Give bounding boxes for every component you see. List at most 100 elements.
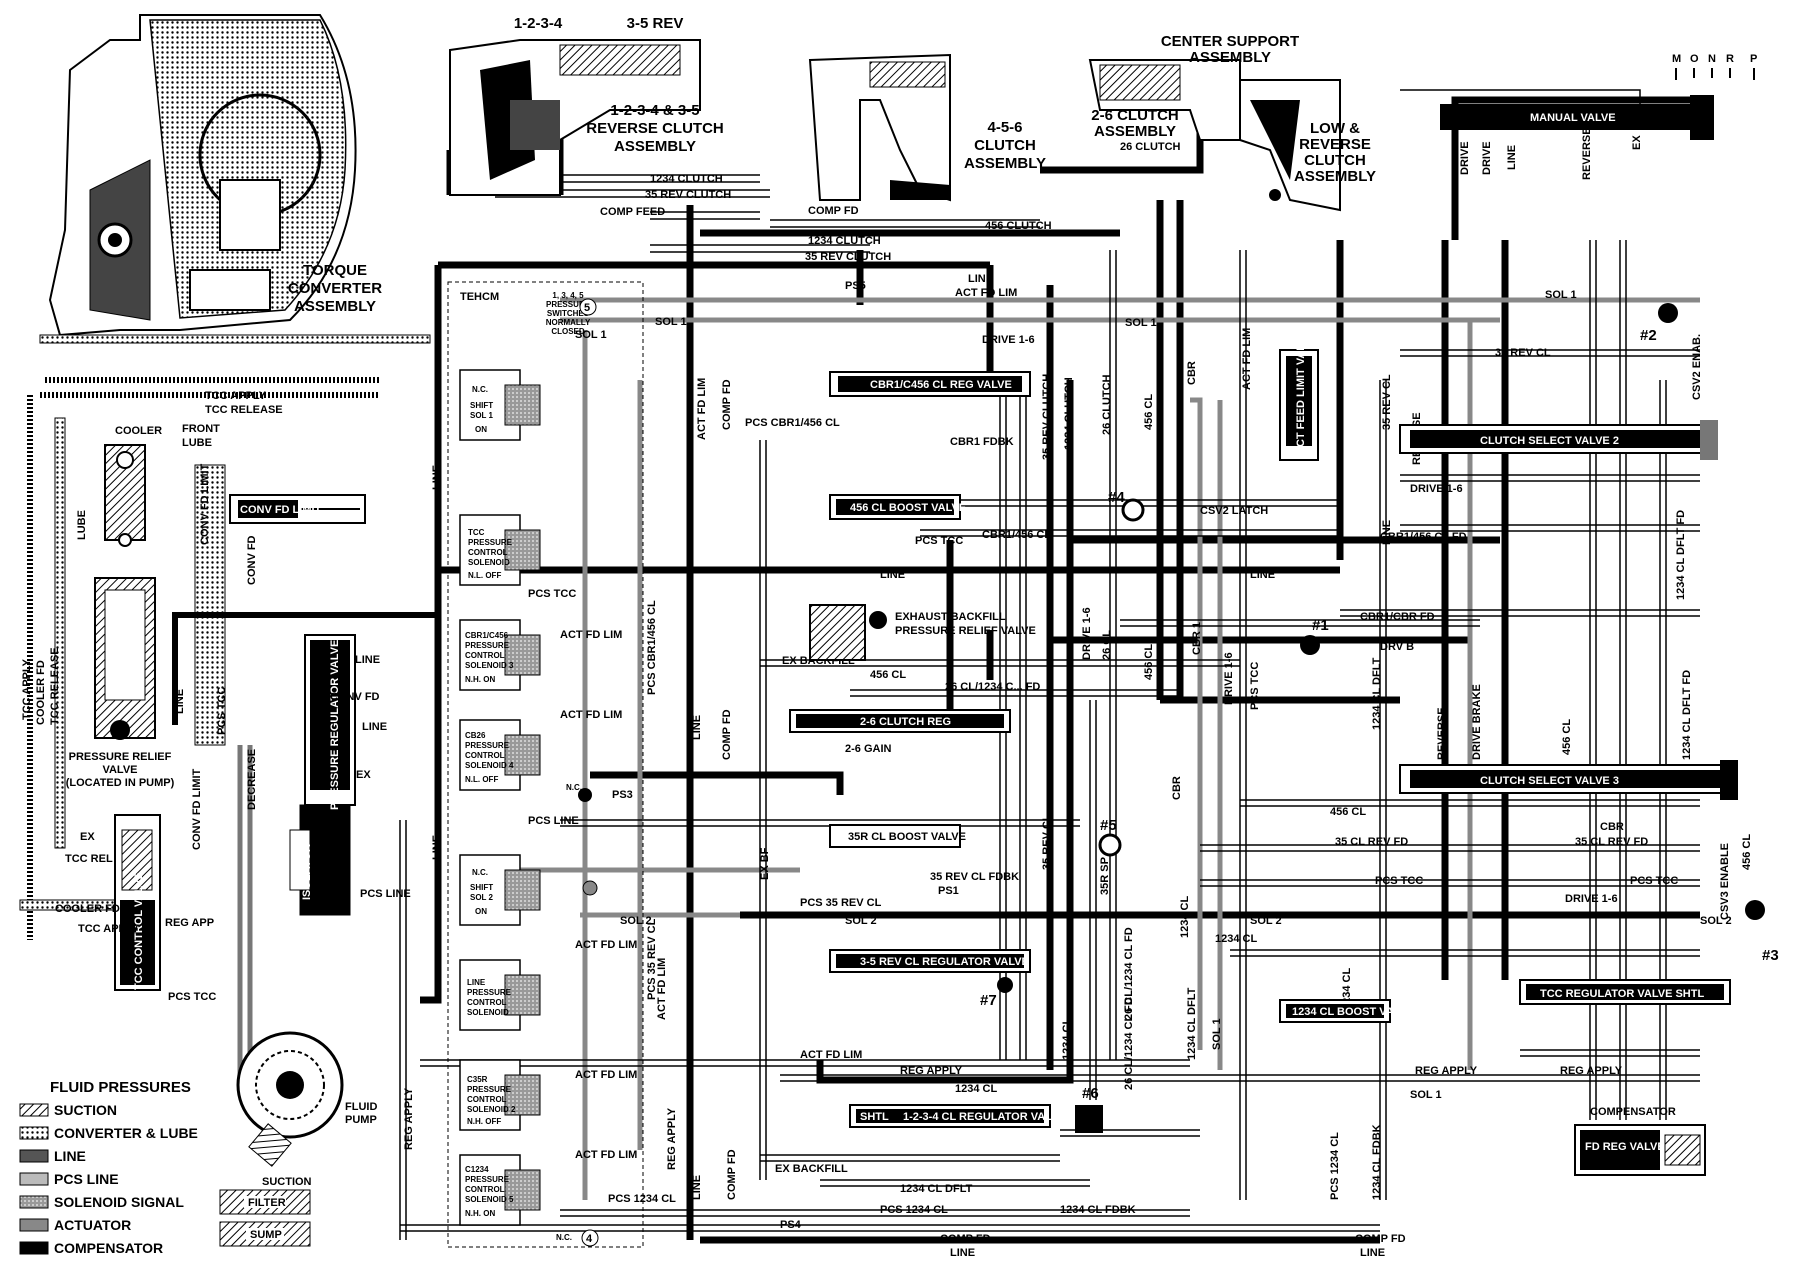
clutch-456-label-3: ASSEMBLY — [964, 155, 1046, 172]
gear-n: N — [1708, 53, 1716, 65]
drive16-vert-right: DRIVE 1-6 — [1223, 652, 1235, 705]
solenoid-line-pressure — [459, 959, 541, 1031]
boost-1234-valve — [1279, 999, 1391, 1023]
sol4-text-5: N.L. OFF — [465, 775, 498, 784]
decrease-label: DECREASE — [246, 749, 258, 810]
torque-converter-label-1: TORQUE — [303, 262, 367, 279]
cbr1-vert-label: CBR 1 — [1191, 622, 1203, 655]
reg-apply-far-right-label: REG APPLY — [1560, 1065, 1623, 1077]
cbr1-456-label: CBR1/456 CL — [982, 529, 1051, 541]
clutch-26-label-2: ASSEMBLY — [1094, 123, 1176, 140]
pcs-tcc-mid-label: PCS TCC — [915, 535, 963, 547]
gear-selector: M O N R P — [1672, 53, 1757, 80]
line-top-label: LINE — [968, 273, 993, 285]
cl-26-1234-label: 26 CL/1234 C... FD — [945, 681, 1040, 693]
drive-brake-vert-label: DRIVE BRAKE — [1471, 684, 1483, 760]
sol1-text-1: N.C. — [472, 385, 488, 394]
tcc-control-valve — [114, 814, 161, 991]
sol2b-text-4: SOLENOID 2 — [467, 1105, 516, 1114]
checkball-1 — [1300, 635, 1320, 655]
tcc-apply-lower-label: TCC APPLY — [78, 923, 140, 935]
cbr1-c456-reg-label: CBR1/C456 CL REG VALVE — [870, 379, 1012, 391]
sol1-right-label: SOL 1 — [1545, 289, 1577, 301]
line-mid-label: LINE — [880, 569, 905, 581]
line-vert-label-manual: LINE — [1506, 145, 1518, 170]
clutch-1234-passage-label-b: 1234 CLUTCH — [808, 235, 881, 247]
act-fd-lim-label-3: ACT FD LIM — [575, 939, 637, 951]
rev-cl-35-right-label: 35 REV CL — [1495, 347, 1551, 359]
pcs-1234-left-label: PCS 1234 CL — [608, 1193, 676, 1205]
tehcm-title: TEHCM — [460, 291, 499, 303]
low-rev-label-2: REVERSE — [1299, 136, 1371, 153]
pcs-35rev-vert: PCS 35 REV CL — [646, 918, 658, 1000]
drive16-lower-label: DRIVE 1-6 — [1565, 893, 1618, 905]
low-rev-label-3: CLUTCH — [1304, 152, 1366, 169]
sol1-text-2: SHIFT — [470, 401, 493, 410]
tcc-sol-text-3: CONTROL — [468, 548, 508, 557]
clutch-1234-vert-mid: 1234 CLUTCH — [1063, 377, 1075, 450]
solenoid-signal-lines — [480, 297, 1700, 1200]
cl-dflt-fd-right-label: 1234 CL DFLT FD — [1681, 670, 1693, 760]
cbr-vert-lower: CBR — [1171, 776, 1183, 800]
rev-cl-35-vert-label: 35 REV CL — [1381, 374, 1393, 430]
clutch-456-label-2: CLUTCH — [974, 137, 1036, 154]
pcs-1234-vert-right: PCS 1234 CL — [1329, 1132, 1341, 1200]
ps4-label: PS4 — [780, 1219, 802, 1231]
boost-35r-valve — [829, 824, 961, 848]
sol5-text-5: N.H. ON — [465, 1209, 495, 1218]
sol2-text-1: N.C. — [472, 868, 488, 877]
tcc-sol-text-4: SOLENOID — [468, 558, 510, 567]
drive-vert-label-1: DRIVE — [1459, 141, 1471, 175]
sump-label-bg — [246, 1228, 284, 1240]
rev-cl-fd-35-label: 35 CL REV FD — [1335, 836, 1408, 848]
tcc-reg-label: TCC REGULATOR VALVE SHTL — [1540, 988, 1704, 1000]
legend-item-converter: CONVERTER & LUBE — [54, 1125, 198, 1141]
nc-middle: N.C. — [566, 783, 582, 792]
line-bottom-right-label: LINE — [1360, 1247, 1385, 1259]
ex-bf-vert-label: EX BF — [759, 847, 771, 880]
line-sol-text-3: CONTROL — [467, 998, 507, 1007]
checkball-5 — [1098, 833, 1122, 857]
checkball-2-label: #2 — [1640, 327, 1657, 344]
comp-fd-reg-valve — [1574, 1124, 1706, 1176]
pcs-tcc-far-right-label: PCS TCC — [1630, 875, 1678, 887]
drv-b-label: DRV B — [1380, 641, 1414, 653]
reverse-vert-label-manual: REVERSE — [1581, 127, 1593, 180]
cl-1234-vert-lower: 1234 CL — [1061, 1018, 1073, 1060]
tcc-release-vert-label: TCC RELEASE — [49, 647, 61, 725]
reg-35rev-valve — [829, 949, 1031, 973]
act-fd-lim-vert-right: ACT FD LIM — [1241, 328, 1253, 390]
line-sol-text-2: PRESSURE — [467, 988, 512, 997]
tehcm-switch-2: PRESSURE — [546, 300, 591, 309]
solenoid-2 — [459, 1059, 541, 1131]
pss-label: PS5 — [845, 280, 866, 292]
pcs-cbr1-456-vert: PCS CBR1/456 CL — [646, 600, 658, 695]
cooler — [104, 444, 146, 547]
center-support-label-2: ASSEMBLY — [1189, 49, 1271, 66]
clutch-1234-top-label: 1-2-3-4 — [514, 15, 563, 32]
comp-fd-vert-label: COMP FD — [721, 379, 733, 430]
pcs-tcc-vert-right: PCS TCC — [1249, 662, 1261, 710]
switch-num-5: 5 — [584, 302, 590, 314]
sol2-text-2: SHIFT — [470, 883, 493, 892]
checkball-6-label: #6 — [1082, 1085, 1099, 1102]
sol2-mid-label: SOL 2 — [845, 915, 877, 927]
feed-passages — [399, 174, 1700, 1240]
line-pressure-network — [420, 60, 1700, 1244]
legend-swatch-solenoid — [19, 1195, 49, 1209]
reg-35rev-label: 3-5 REV CL REGULATOR VALVE — [860, 956, 1029, 968]
clutch-456-assembly — [808, 53, 951, 202]
reg-1234-valve — [849, 1104, 1051, 1128]
pcs-tcc-lower-label: PCS TCC — [168, 991, 216, 1003]
gain-26-label: 2-6 GAIN — [845, 743, 892, 755]
clutch-456-passage-label: 456 CLUTCH — [985, 220, 1052, 232]
line-sol-text-4: SOLENOID — [467, 1008, 509, 1017]
tehcm-box — [447, 281, 644, 1248]
switch-num-5-circle — [579, 298, 597, 316]
csv2-latch-label: CSV2 LATCH — [1200, 505, 1268, 517]
sol1-tehcm-label: SOL 1 — [575, 329, 607, 341]
clutch-26-label-1: 2-6 CLUTCH — [1091, 107, 1179, 124]
cl-dflt-1234-label: 1234 CL DFLT — [900, 1183, 973, 1195]
checkball-2 — [1658, 303, 1678, 323]
sol3-text-4: SOLENOID 3 — [465, 661, 514, 670]
